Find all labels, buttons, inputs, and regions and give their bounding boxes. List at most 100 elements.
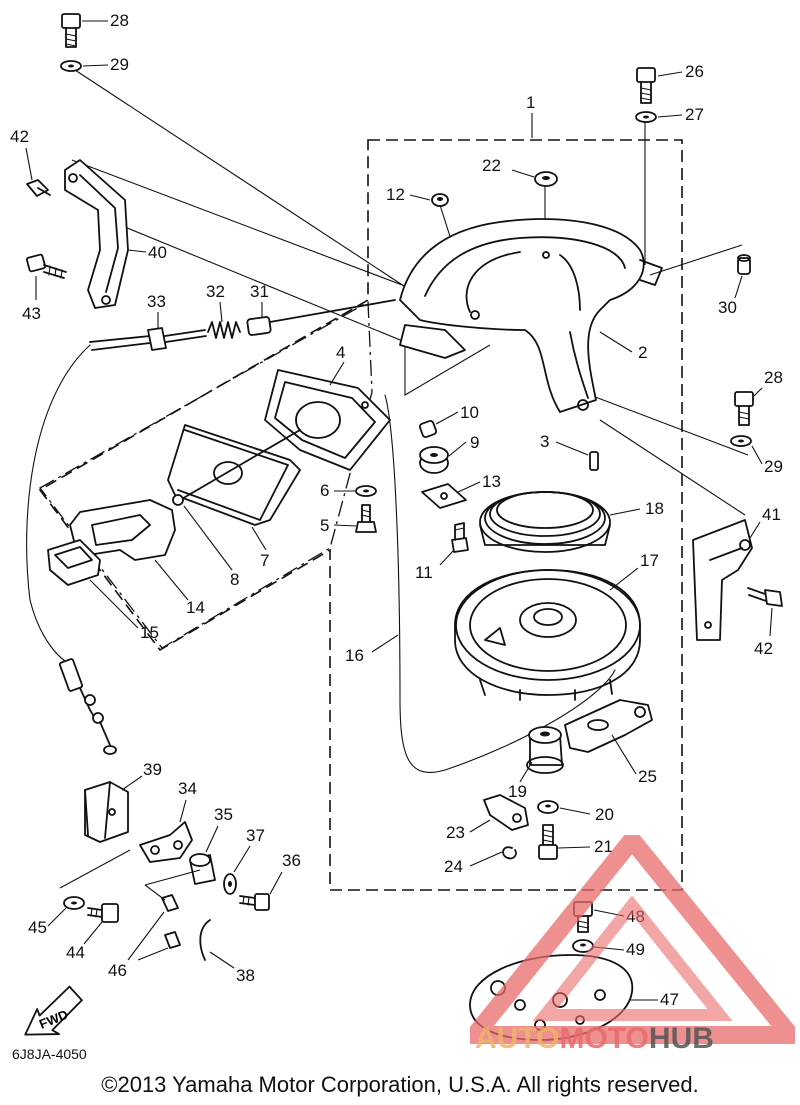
callout-36: 36 — [282, 851, 301, 870]
filter-element-7 — [167, 424, 301, 526]
collar-35 — [189, 853, 216, 885]
watermark-part2: MOTO — [559, 1022, 649, 1055]
callout-7: 7 — [260, 551, 269, 570]
callout-48: 48 — [626, 907, 645, 926]
callout-13: 13 — [482, 472, 501, 491]
spiral-spring-18 — [479, 491, 611, 553]
lever-34 — [139, 821, 193, 863]
cable-end — [58, 658, 117, 755]
bolt-21 — [538, 824, 558, 860]
bolt-42-top — [26, 179, 51, 197]
plate-13 — [421, 483, 467, 509]
watermark-text: AUTOMOTOHUB — [475, 1022, 714, 1056]
starter-rope-16 — [384, 394, 616, 773]
callout-12: 12 — [386, 185, 405, 204]
callout-29b: 29 — [764, 457, 783, 476]
pawl-23 — [483, 794, 529, 831]
circlip-24 — [502, 846, 517, 860]
callout-23: 23 — [446, 823, 465, 842]
damper-9 — [419, 446, 449, 474]
callout-16: 16 — [345, 646, 364, 665]
bolt-26 — [636, 67, 656, 104]
callout-19: 19 — [508, 782, 527, 801]
callout-8: 8 — [230, 570, 239, 589]
bracket-39 — [84, 781, 129, 843]
callout-20: 20 — [595, 805, 614, 824]
pin-38 — [199, 919, 211, 961]
callout-6: 6 — [320, 481, 329, 500]
callout-47: 47 — [660, 990, 679, 1009]
clip-46 — [161, 894, 181, 949]
callout-22: 22 — [482, 156, 501, 175]
callout-26: 26 — [685, 62, 704, 81]
callout-42b: 42 — [754, 639, 773, 658]
starter-housing — [399, 218, 663, 413]
callout-9: 9 — [470, 433, 479, 452]
callout-37: 37 — [246, 826, 265, 845]
diagram-code: 6J8JA-4050 — [12, 1046, 87, 1062]
cable-line — [26, 344, 91, 666]
callout-28b: 28 — [764, 368, 783, 387]
callout-41: 41 — [762, 505, 781, 524]
pin-3 — [589, 451, 599, 471]
callout-2: 2 — [638, 343, 647, 362]
grip-14 — [69, 494, 184, 561]
callout-11: 11 — [415, 563, 433, 582]
joint-31 — [246, 299, 396, 336]
callout-46: 46 — [108, 961, 127, 980]
bolt-28-top — [61, 13, 81, 48]
callout-10: 10 — [460, 403, 479, 422]
screw-5 — [355, 504, 377, 533]
bushing-10 — [418, 419, 438, 439]
assembly-group-box — [38, 139, 683, 891]
callout-5: 5 — [320, 516, 329, 535]
drive-pawl-19 — [526, 726, 564, 774]
callout-39: 39 — [143, 760, 162, 779]
callout-4: 4 — [336, 343, 345, 362]
callout-30: 30 — [718, 298, 737, 317]
callout-49: 49 — [626, 940, 645, 959]
callout-38: 38 — [236, 966, 255, 985]
callout-18: 18 — [645, 499, 664, 518]
callout-27: 27 — [685, 105, 704, 124]
spring-32 — [207, 321, 241, 339]
bolt-43 — [26, 253, 67, 279]
callout-43: 43 — [22, 304, 41, 323]
watermark-part1: AUTO — [475, 1022, 560, 1055]
callout-25: 25 — [638, 767, 657, 786]
callout-24: 24 — [444, 857, 463, 876]
cap-15 — [47, 539, 101, 586]
bolt-42-right — [747, 587, 783, 607]
bolt-28-right — [734, 391, 754, 426]
bracket-41 — [692, 519, 753, 641]
callout-14: 14 — [186, 598, 205, 617]
callout-42a: 42 — [10, 127, 29, 146]
callout-44: 44 — [66, 943, 85, 962]
callout-34: 34 — [178, 779, 197, 798]
callout-3: 3 — [540, 432, 549, 451]
callout-21: 21 — [594, 837, 613, 856]
copyright-notice: ©2013 Yamaha Motor Corporation, U.S.A. A… — [101, 1072, 699, 1097]
collar-30 — [737, 254, 751, 275]
callout-32: 32 — [206, 282, 225, 301]
bolt-48 — [573, 901, 593, 933]
callout-35: 35 — [214, 805, 233, 824]
fwd-arrow-icon: FWD — [24, 985, 83, 1036]
pulley-17 — [454, 569, 641, 701]
bolt-36 — [239, 893, 270, 911]
bolt-44 — [87, 903, 119, 923]
watermark-part3: HUB — [648, 1022, 714, 1055]
callout-15: 15 — [140, 623, 159, 642]
callout-28a: 28 — [110, 11, 129, 30]
callout-17: 17 — [640, 551, 659, 570]
silencer-4 — [264, 369, 391, 471]
throttle-cable-33 — [89, 327, 207, 351]
bracket-40 — [64, 159, 129, 309]
callout-31: 31 — [250, 282, 269, 301]
parts-diagram: FWD 1 2 3 4 5 6 7 8 9 10 11 12 13 14 15 … — [10, 11, 783, 1041]
callout-33: 33 — [147, 292, 166, 311]
callout-29a: 29 — [110, 55, 129, 74]
plate-25 — [564, 699, 653, 753]
bolt-11 — [451, 522, 469, 553]
callout-45: 45 — [28, 918, 47, 937]
